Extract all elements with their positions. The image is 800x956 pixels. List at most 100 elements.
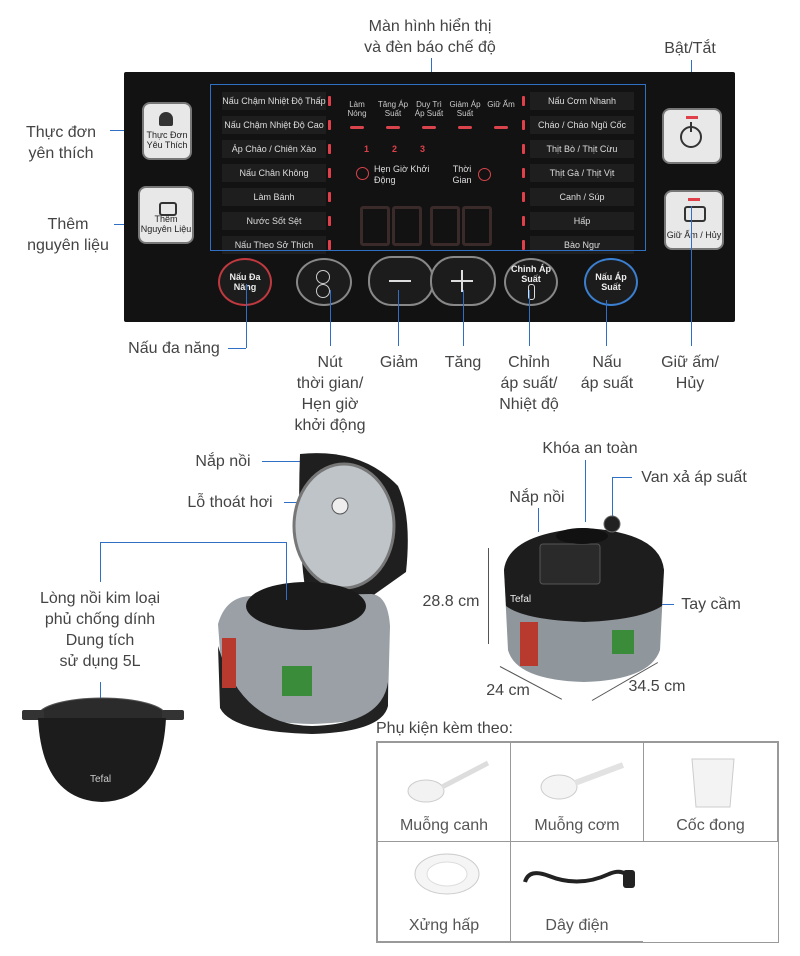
step-label: Giữ Ấm — [487, 100, 515, 109]
pot-icon — [159, 202, 177, 216]
mode-item-left: Nấu Chậm Nhiệt Độ Thấp — [222, 92, 326, 110]
cup-icon — [691, 758, 735, 808]
mode-item-right: Bào Ngư — [530, 236, 634, 254]
favorite-menu-button[interactable]: Thực Đơn Yêu Thích — [142, 102, 192, 160]
accessory-power-cord: Dây điện — [510, 841, 644, 942]
step-label: Tăng Áp Suất — [377, 100, 409, 118]
decrease-callout: Giảm — [379, 354, 419, 371]
height-dimension: 28.8 cm — [422, 593, 480, 610]
add-ingredient-text: Thêm Nguyên Liệu — [140, 214, 192, 234]
keep-warm-cancel-button[interactable]: Giữ Ấm / Hủy — [664, 190, 724, 250]
adjust-pressure-button[interactable]: Chỉnh Áp Suất — [504, 258, 558, 306]
accessory-measuring-cup: Cốc đong — [643, 742, 778, 842]
mode-item-right: Nấu Cơm Nhanh — [530, 92, 634, 110]
timer-callout: Nút thời gian/ Hẹn giờ khởi động — [294, 354, 366, 434]
mode-led — [328, 192, 331, 202]
lid-callout: Nắp nồi — [195, 453, 251, 470]
pressure-cook-button[interactable]: Nấu Áp Suất — [584, 258, 638, 306]
step-label: Duy Trì Áp Suất — [414, 100, 444, 118]
increase-callout: Tăng — [444, 354, 482, 371]
clock-icon — [356, 167, 369, 180]
clock-button-icon — [316, 284, 330, 298]
multi-cook-leader — [246, 284, 247, 348]
add-ingredient-callout: Thêm nguyên liệu — [27, 216, 109, 254]
favorite-callout: Thực đơn yên thích — [25, 124, 97, 162]
closed-cooker-brand: Tefal — [510, 594, 531, 605]
safety-lock-callout: Khóa an toàn — [542, 440, 638, 457]
adjust-pressure-text: Chỉnh Áp Suất — [511, 264, 551, 284]
mode-led — [328, 120, 331, 130]
inner-pot-image: Tefal — [22, 697, 184, 802]
width-dimension: 34.5 cm — [628, 678, 686, 695]
delay-start-text: Hẹn Giờ Khởi Động — [374, 164, 430, 185]
handle-callout: Tay cầm — [681, 596, 741, 613]
step-indicator — [350, 126, 364, 129]
lid-right-callout: Nắp nồi — [509, 489, 565, 506]
valve-callout: Van xả áp suất — [641, 469, 747, 486]
keep-warm-led — [688, 198, 700, 201]
lid-leader — [262, 461, 322, 462]
timer-leader — [330, 290, 331, 346]
mode-item-right: Hấp — [530, 212, 634, 230]
warm-leader — [691, 206, 692, 346]
accessory-steam-tray: Xửng hấp — [377, 841, 511, 942]
chef-hat-icon — [159, 112, 173, 126]
inner-pot-leader — [100, 542, 101, 582]
mode-led — [522, 168, 525, 178]
digit-1 — [360, 206, 390, 246]
mode-led — [328, 96, 331, 106]
decrease-button[interactable] — [368, 256, 434, 306]
accessory-label: Muỗng cơm — [534, 817, 620, 834]
accessory-label: Xửng hấp — [408, 917, 480, 934]
digit-2 — [392, 206, 422, 246]
warm-callout: Giữ ấm/ Hủy — [661, 354, 719, 392]
multi-cook-button[interactable]: Nấu Đa Năng — [218, 258, 272, 306]
accessory-label: Muỗng canh — [399, 817, 489, 834]
power-button[interactable] — [662, 108, 722, 164]
pressure-cook-text: Nấu Áp Suất — [595, 272, 627, 292]
power-icon-stem — [690, 122, 692, 132]
valve-leader — [612, 477, 632, 478]
add-ingredient-button[interactable]: Thêm Nguyên Liệu — [138, 186, 194, 244]
mode-led — [328, 168, 331, 178]
mode-item-left: Nấu Chân Không — [222, 164, 326, 182]
timer-button[interactable] — [296, 258, 352, 306]
mode-item-right: Thịt Gà / Thịt Vịt — [530, 164, 634, 182]
paddle-icon — [540, 762, 625, 800]
steam-icon — [684, 206, 706, 222]
mode-led — [328, 144, 331, 154]
mode-item-left: Làm Bánh — [222, 188, 326, 206]
decrease-leader — [398, 290, 399, 346]
pressure-level-icon: 3 — [420, 144, 426, 154]
mode-item-left: Nấu Chậm Nhiệt Độ Cao — [222, 116, 326, 134]
increase-button[interactable] — [430, 256, 496, 306]
mode-led — [522, 96, 525, 106]
pressure-level-icon: 1 — [364, 144, 370, 154]
steamer-icon — [414, 853, 480, 895]
display-title: Màn hình hiển thị và đèn báo chế độ — [364, 18, 496, 56]
step-indicator — [422, 126, 436, 129]
mode-led — [328, 216, 331, 226]
step-indicator — [386, 126, 400, 129]
inner-pot-leader-v2 — [286, 542, 287, 600]
mode-led — [522, 120, 525, 130]
power-cord-icon — [523, 869, 635, 888]
accessory-empty-cell — [643, 841, 778, 942]
mode-led — [522, 144, 525, 154]
accessory-rice-paddle: Muỗng cơm — [510, 742, 644, 842]
pressure-level-icon: 2 — [392, 144, 398, 154]
display-leader — [431, 58, 432, 84]
mode-item-right: Canh / Súp — [530, 188, 634, 206]
mode-led — [522, 216, 525, 226]
accessories-title: Phụ kiện kèm theo: — [376, 720, 513, 737]
valve-leader-v — [612, 477, 613, 517]
inner-pot-leader-down — [100, 682, 101, 712]
display-frame — [210, 84, 646, 251]
ladle-icon — [407, 760, 490, 803]
safety-lock-leader — [585, 460, 586, 522]
favorite-menu-text: Thực Đơn Yêu Thích — [146, 130, 188, 150]
increase-leader — [463, 290, 464, 346]
mode-item-right: Cháo / Cháo Ngũ Cốc — [530, 116, 634, 134]
mode-led — [328, 240, 331, 250]
multi-cook-leader-h — [228, 348, 246, 349]
